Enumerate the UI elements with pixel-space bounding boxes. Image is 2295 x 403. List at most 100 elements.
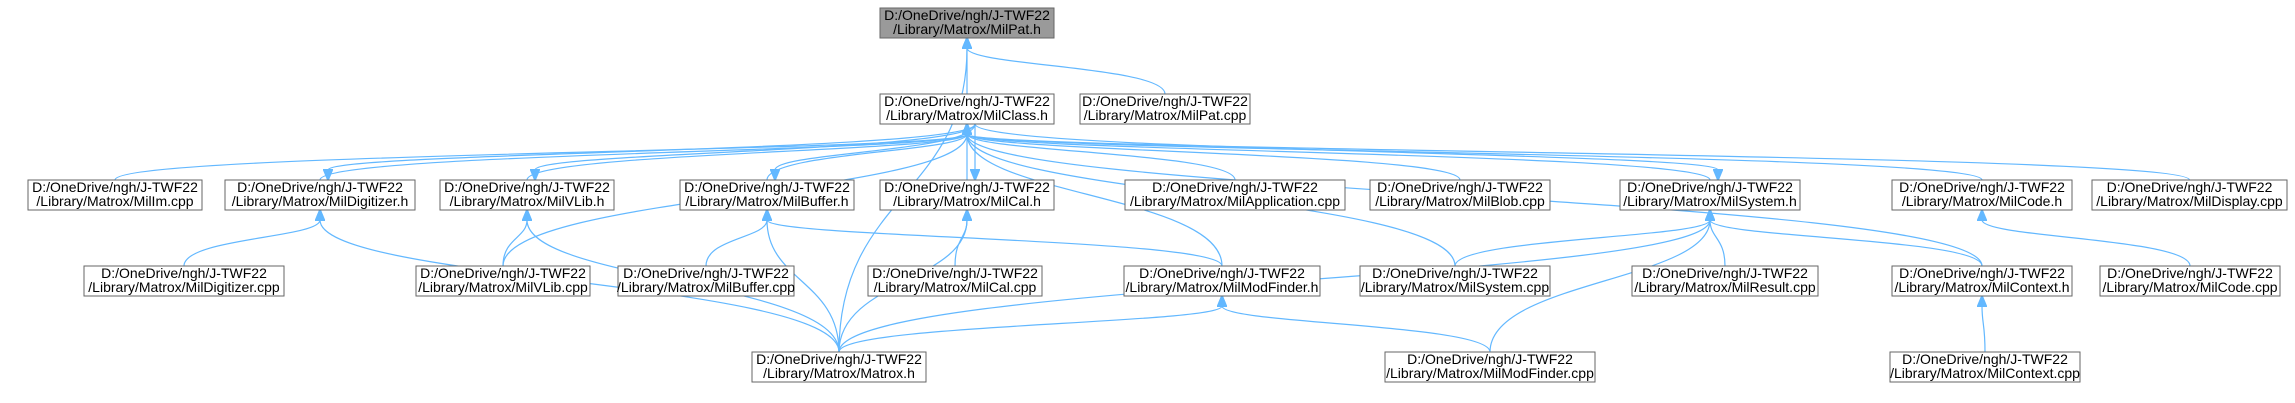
node-box bbox=[1384, 351, 1596, 383]
node-box bbox=[1359, 265, 1551, 297]
node-path-line: D:/OneDrive/ngh/J-TWF22 bbox=[2107, 179, 2273, 195]
edge-milclass_h-to-milmodfinder_h bbox=[967, 134, 1223, 267]
node-file-line: /Library/Matrox/MilDigitizer.h bbox=[232, 193, 409, 209]
node-milcal-h[interactable]: D:/OneDrive/ngh/J-TWF22/Library/Matrox/M… bbox=[879, 179, 1055, 211]
edge-milmodfinder_h-to-milmodfinder_cpp bbox=[1222, 306, 1491, 353]
node-mildigitizer-cpp[interactable]: D:/OneDrive/ngh/J-TWF22/Library/Matrox/M… bbox=[83, 265, 285, 297]
edge-milmodfinder_h-to-matrox_h bbox=[838, 306, 1222, 353]
node-box bbox=[879, 179, 1055, 211]
node-box bbox=[439, 179, 615, 211]
edge-milcode_h-to-milcode_cpp bbox=[1982, 220, 2191, 267]
node-file-line: /Library/Matrox/Matrox.h bbox=[763, 365, 915, 381]
edge-milsystem_h-to-milmodfinder_cpp bbox=[1489, 220, 1710, 353]
edge-milbuffer_h-to-milbuffer_cpp bbox=[705, 220, 767, 267]
node-milpat-cpp[interactable]: D:/OneDrive/ngh/J-TWF22/Library/Matrox/M… bbox=[1079, 93, 1251, 125]
node-mildigitizer-h[interactable]: D:/OneDrive/ngh/J-TWF22/Library/Matrox/M… bbox=[224, 179, 416, 211]
node-file-line: /Library/Matrox/MilApplication.cpp bbox=[1130, 193, 1340, 209]
edge-milsystem_h-to-milcontext_h bbox=[1710, 220, 1983, 267]
node-path-line: D:/OneDrive/ngh/J-TWF22 bbox=[872, 265, 1038, 281]
node-milsystem-cpp[interactable]: D:/OneDrive/ngh/J-TWF22/Library/Matrox/M… bbox=[1359, 265, 1551, 297]
edge-mildigitizer_h-to-milclass_h bbox=[328, 123, 976, 170]
nodes-layer: D:/OneDrive/ngh/J-TWF22/Library/Matrox/M… bbox=[27, 7, 2288, 383]
node-path-line: D:/OneDrive/ngh/J-TWF22 bbox=[884, 7, 1050, 23]
node-file-line: /Library/Matrox/MilPat.cpp bbox=[1084, 107, 1247, 123]
edge-milbuffer_h-to-milmodfinder_h bbox=[767, 220, 1223, 267]
edge-milclass_h-to-milsystem_h bbox=[967, 134, 1711, 181]
node-file-line: /Library/Matrox/MilModFinder.cpp bbox=[1386, 365, 1594, 381]
edge-milvlib_h-to-milclass_h bbox=[535, 123, 976, 170]
node-milcontext-cpp[interactable]: D:/OneDrive/ngh/J-TWF22/Library/Matrox/M… bbox=[1889, 351, 2081, 383]
node-file-line: /Library/Matrox/MilCal.cpp bbox=[874, 279, 1037, 295]
node-milsystem-h[interactable]: D:/OneDrive/ngh/J-TWF22/Library/Matrox/M… bbox=[1619, 179, 1801, 211]
edge-milbuffer_h-to-milclass_h bbox=[775, 123, 976, 170]
node-box bbox=[1891, 265, 2073, 297]
node-file-line: /Library/Matrox/MilContext.cpp bbox=[1890, 365, 2080, 381]
edge-milvlib_h-to-milvlib_cpp bbox=[502, 220, 527, 267]
node-box bbox=[1123, 265, 1321, 297]
node-milresult-cpp[interactable]: D:/OneDrive/ngh/J-TWF22/Library/Matrox/M… bbox=[1631, 265, 1819, 297]
node-file-line: /Library/Matrox/MilDisplay.cpp bbox=[2096, 193, 2283, 209]
node-path-line: D:/OneDrive/ngh/J-TWF22 bbox=[237, 179, 403, 195]
node-milcode-cpp[interactable]: D:/OneDrive/ngh/J-TWF22/Library/Matrox/M… bbox=[2099, 265, 2281, 297]
node-file-line: /Library/Matrox/MilCal.h bbox=[893, 193, 1041, 209]
node-milmodfinder-cpp[interactable]: D:/OneDrive/ngh/J-TWF22/Library/Matrox/M… bbox=[1384, 351, 1596, 383]
node-milblob-cpp[interactable]: D:/OneDrive/ngh/J-TWF22/Library/Matrox/M… bbox=[1369, 179, 1551, 211]
node-path-line: D:/OneDrive/ngh/J-TWF22 bbox=[756, 351, 922, 367]
node-milim-cpp[interactable]: D:/OneDrive/ngh/J-TWF22/Library/Matrox/M… bbox=[27, 179, 203, 211]
node-box bbox=[1079, 93, 1251, 125]
node-file-line: /Library/Matrox/MilBuffer.cpp bbox=[617, 279, 795, 295]
node-path-line: D:/OneDrive/ngh/J-TWF22 bbox=[1082, 93, 1248, 109]
node-file-line: /Library/Matrox/MilBuffer.h bbox=[685, 193, 848, 209]
node-file-line: /Library/Matrox/MilVLib.h bbox=[450, 193, 605, 209]
node-path-line: D:/OneDrive/ngh/J-TWF22 bbox=[1902, 351, 2068, 367]
edge-milclass_h-to-mildigitizer_h bbox=[319, 134, 967, 181]
node-milcode-h[interactable]: D:/OneDrive/ngh/J-TWF22/Library/Matrox/M… bbox=[1891, 179, 2073, 211]
node-box bbox=[27, 179, 203, 211]
node-file-line: /Library/Matrox/MilVLib.cpp bbox=[418, 279, 588, 295]
node-milcal-cpp[interactable]: D:/OneDrive/ngh/J-TWF22/Library/Matrox/M… bbox=[867, 265, 1043, 297]
node-milcontext-h[interactable]: D:/OneDrive/ngh/J-TWF22/Library/Matrox/M… bbox=[1891, 265, 2073, 297]
node-milmodfinder-h[interactable]: D:/OneDrive/ngh/J-TWF22/Library/Matrox/M… bbox=[1123, 265, 1321, 297]
node-box bbox=[1619, 179, 1801, 211]
node-milclass-h[interactable]: D:/OneDrive/ngh/J-TWF22/Library/Matrox/M… bbox=[879, 93, 1055, 125]
node-milbuffer-cpp[interactable]: D:/OneDrive/ngh/J-TWF22/Library/Matrox/M… bbox=[617, 265, 795, 297]
node-file-line: /Library/Matrox/MilSystem.cpp bbox=[1361, 279, 1549, 295]
node-box bbox=[1891, 179, 2073, 211]
node-path-line: D:/OneDrive/ngh/J-TWF22 bbox=[1139, 265, 1305, 281]
node-file-line: /Library/Matrox/MilIm.cpp bbox=[36, 193, 193, 209]
node-path-line: D:/OneDrive/ngh/J-TWF22 bbox=[1152, 179, 1318, 195]
node-box bbox=[679, 179, 855, 211]
node-path-line: D:/OneDrive/ngh/J-TWF22 bbox=[444, 179, 610, 195]
edge-milclass_h-to-milcode_h bbox=[967, 134, 1983, 181]
node-milbuffer-h[interactable]: D:/OneDrive/ngh/J-TWF22/Library/Matrox/M… bbox=[679, 179, 855, 211]
node-path-line: D:/OneDrive/ngh/J-TWF22 bbox=[32, 179, 198, 195]
node-milapplication-cpp[interactable]: D:/OneDrive/ngh/J-TWF22/Library/Matrox/M… bbox=[1124, 179, 1346, 211]
edge-milclass_h-to-milapplication_cpp bbox=[967, 134, 1236, 181]
node-path-line: D:/OneDrive/ngh/J-TWF22 bbox=[2107, 265, 2273, 281]
node-path-line: D:/OneDrive/ngh/J-TWF22 bbox=[101, 265, 267, 281]
node-box bbox=[2091, 179, 2288, 211]
edge-milcontext_h-to-milcontext_cpp bbox=[1982, 306, 1985, 353]
node-box bbox=[83, 265, 285, 297]
edge-milcal_h-to-milcal_cpp bbox=[954, 220, 967, 267]
node-milpat-h: D:/OneDrive/ngh/J-TWF22/Library/Matrox/M… bbox=[879, 7, 1055, 39]
node-matrox-h[interactable]: D:/OneDrive/ngh/J-TWF22/Library/Matrox/M… bbox=[751, 351, 927, 383]
node-box bbox=[879, 93, 1055, 125]
node-mildisplay-cpp[interactable]: D:/OneDrive/ngh/J-TWF22/Library/Matrox/M… bbox=[2091, 179, 2288, 211]
node-milvlib-cpp[interactable]: D:/OneDrive/ngh/J-TWF22/Library/Matrox/M… bbox=[415, 265, 591, 297]
node-box bbox=[224, 179, 416, 211]
node-file-line: /Library/Matrox/MilDigitizer.cpp bbox=[88, 279, 280, 295]
node-file-line: /Library/Matrox/MilPat.h bbox=[893, 21, 1041, 37]
node-path-line: D:/OneDrive/ngh/J-TWF22 bbox=[1899, 179, 2065, 195]
edge-mildigitizer_h-to-mildigitizer_cpp bbox=[183, 220, 320, 267]
node-file-line: /Library/Matrox/MilSystem.h bbox=[1623, 193, 1796, 209]
node-box bbox=[617, 265, 795, 297]
node-path-line: D:/OneDrive/ngh/J-TWF22 bbox=[420, 265, 586, 281]
node-file-line: /Library/Matrox/MilResult.cpp bbox=[1634, 279, 1815, 295]
node-milvlib-h[interactable]: D:/OneDrive/ngh/J-TWF22/Library/Matrox/M… bbox=[439, 179, 615, 211]
edge-milsystem_h-to-milclass_h bbox=[974, 123, 1718, 170]
edge-milbuffer_h-to-matrox_h bbox=[767, 220, 840, 353]
node-file-line: /Library/Matrox/MilModFinder.h bbox=[1126, 279, 1319, 295]
edge-milsystem_h-to-milsystem_cpp bbox=[1454, 220, 1710, 267]
